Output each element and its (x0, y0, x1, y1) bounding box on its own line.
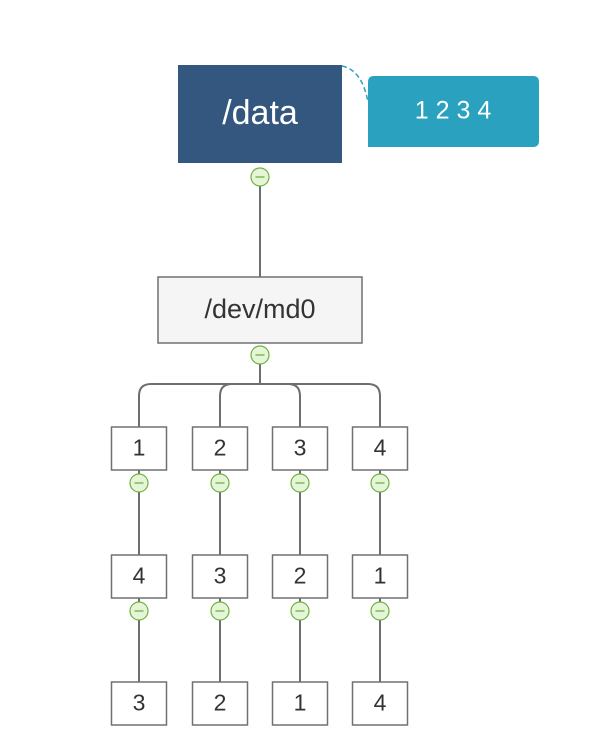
collapse-minus-icon[interactable] (290, 601, 310, 621)
disk-node[interactable]: 1 (351, 554, 409, 599)
disk-node[interactable]: 3 (191, 554, 249, 599)
disk-node[interactable]: 2 (191, 681, 249, 726)
disk-node[interactable]: 1 (110, 426, 168, 471)
disk-node-box (191, 681, 249, 726)
collapse-minus-icon[interactable] (210, 601, 230, 621)
disk-node-box (191, 426, 249, 471)
disk-node-box (271, 554, 329, 599)
collapse-minus-icon[interactable] (370, 601, 390, 621)
disk-node[interactable]: 3 (271, 426, 329, 471)
collapse-minus-icon[interactable] (370, 473, 390, 493)
device-columns: 1 4 3 2 3 2 3 2 1 4 1 4 (110, 426, 409, 726)
callout-box (368, 76, 539, 147)
disk-node-label: 2 (294, 563, 307, 589)
disk-node-label: 2 (214, 690, 227, 716)
disk-node-label: 3 (214, 563, 227, 589)
collapse-minus-icon[interactable] (250, 167, 270, 187)
callout-connector (341, 65, 369, 103)
disk-node[interactable]: 2 (191, 426, 249, 471)
disk-node-box (351, 426, 409, 471)
disk-node[interactable]: 4 (351, 426, 409, 471)
callout-text: 1 2 3 4 (415, 97, 492, 125)
root-node-box (178, 65, 342, 163)
root-node[interactable]: /data (178, 65, 342, 163)
disk-node-box (351, 554, 409, 599)
disk-node-box (110, 426, 168, 471)
disk-node-box (110, 681, 168, 726)
collapse-minus-icon[interactable] (129, 473, 149, 493)
disk-node-box (351, 681, 409, 726)
device-node[interactable]: /dev/md0 (157, 276, 363, 344)
disk-node-label: 1 (294, 690, 307, 716)
disk-node-label: 2 (214, 435, 227, 461)
disk-node-label: 3 (133, 690, 146, 716)
device-node-label: /dev/md0 (204, 294, 315, 324)
device-branch-connector (138, 364, 381, 427)
collapse-minus-icon[interactable] (129, 601, 149, 621)
disk-node[interactable]: 1 (271, 681, 329, 726)
disk-node-label: 3 (294, 435, 307, 461)
disk-node-box (191, 554, 249, 599)
disk-node-label: 4 (374, 690, 387, 716)
root-node-label: /data (222, 94, 298, 132)
disk-node-box (271, 681, 329, 726)
disk-node-label: 1 (374, 563, 387, 589)
disk-node-box (110, 554, 168, 599)
collapse-minus-icon[interactable] (210, 473, 230, 493)
top-collapse-icons (250, 167, 270, 365)
callout[interactable]: 1 2 3 4 (368, 76, 539, 147)
disk-node[interactable]: 4 (351, 681, 409, 726)
collapse-minus-icon[interactable] (250, 345, 270, 365)
disk-node[interactable]: 3 (110, 681, 168, 726)
disk-node[interactable]: 2 (271, 554, 329, 599)
device-node-box (157, 276, 363, 344)
collapse-minus-icon[interactable] (290, 473, 310, 493)
disk-node-box (271, 426, 329, 471)
disk-node-label: 4 (374, 435, 387, 461)
disk-node-label: 4 (133, 563, 146, 589)
disk-node-label: 1 (133, 435, 146, 461)
disk-node[interactable]: 4 (110, 554, 168, 599)
